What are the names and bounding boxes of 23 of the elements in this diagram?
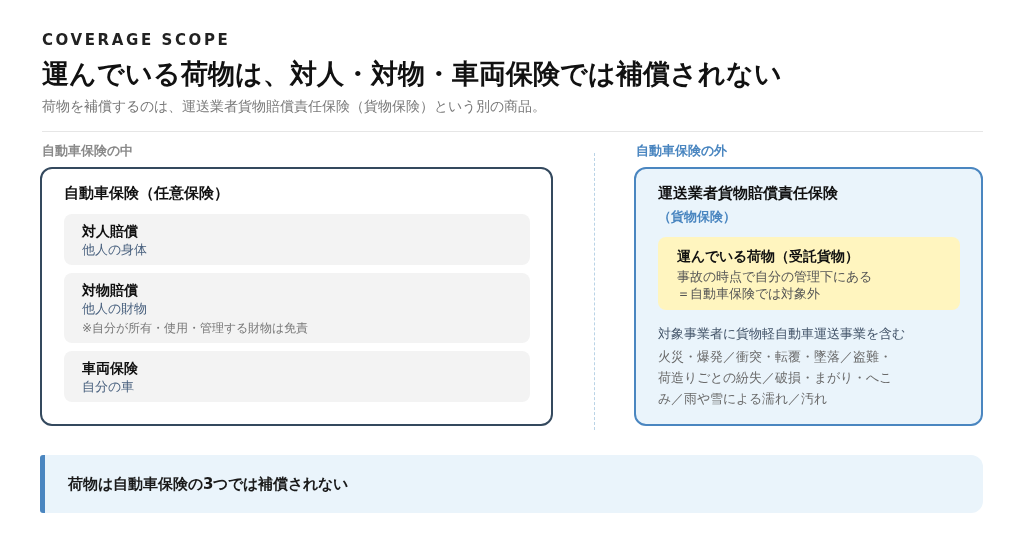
eyebrow-label: COVERAGE SCOPE: [42, 31, 231, 50]
scope-note: 対象事業者に貨物軽自動車運送事業を含む: [658, 325, 905, 343]
card-text: 事故の時点で自分の管理下にある: [677, 268, 872, 285]
item-description: 自分の車: [82, 378, 134, 396]
card-title: 運んでいる荷物（受託貨物）: [677, 247, 859, 266]
item-title: 対人賠償: [82, 222, 138, 241]
summary-banner: [40, 455, 983, 513]
highlight-card: [658, 237, 960, 310]
item-description: 他人の身体: [82, 241, 147, 259]
footnote-text: ※自分が所有・使用・管理する財物は免責: [82, 320, 309, 337]
item-description: 他人の財物: [82, 300, 147, 318]
perils-list: 火災・爆発／衝突・転覆・墜落／盗難・荷造りごとの紛失／破損・まがり・へこみ／雨や雪による濡れ／汚れ: [658, 346, 902, 409]
section-heading: 自動車保険の中: [42, 142, 133, 159]
section-heading: 自動車保険の外: [636, 142, 727, 159]
panel-title: 自動車保険（任意保険）: [64, 183, 229, 204]
subtitle-text: 荷物を補償するのは、運送業者貨物賠償責任保険（貨物保険）という別の商品。: [42, 97, 546, 116]
item-title: 対物賠償: [82, 281, 138, 300]
panel-title: 運送業者貨物賠償責任保険: [658, 183, 838, 204]
item-title: 車両保険: [82, 359, 138, 378]
alias-text: （貨物保険）: [658, 208, 736, 226]
summary-text: 荷物は自動車保険の3つでは補償されない: [68, 474, 349, 494]
card-text: ＝自動車保険では対象外: [677, 285, 820, 302]
page-title: 運んでいる荷物は、対人・対物・車両保険では補償されない: [42, 57, 782, 91]
